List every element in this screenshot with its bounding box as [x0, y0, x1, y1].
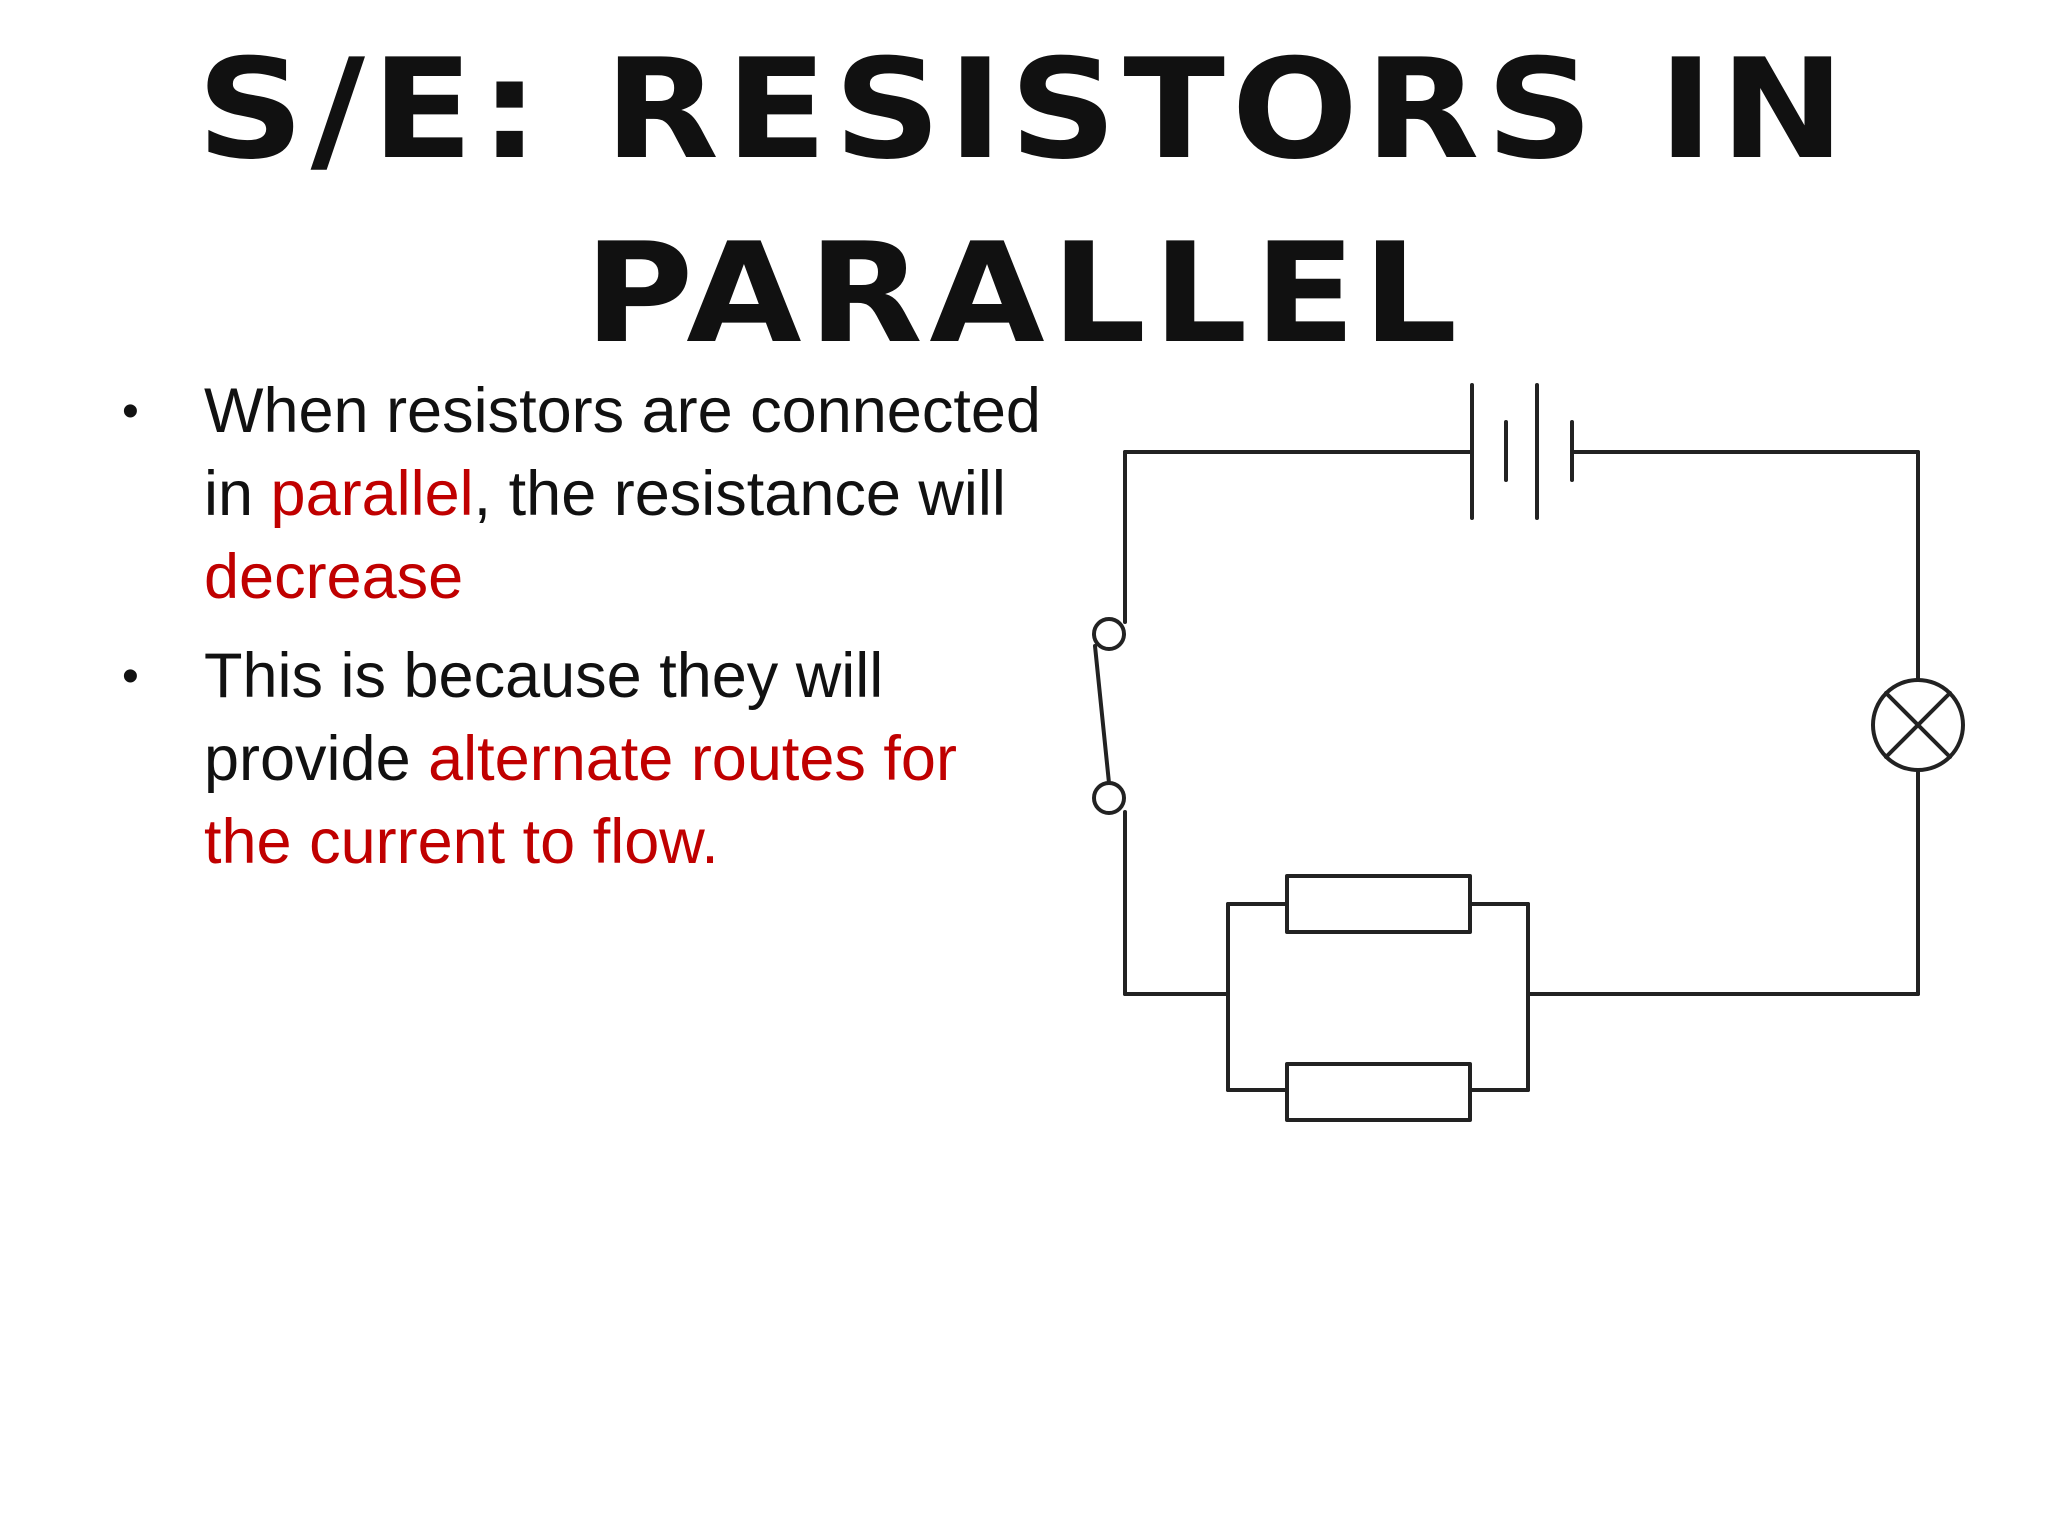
- resistor-icon: [1285, 874, 1472, 934]
- switch-icon: [1092, 617, 1126, 815]
- lamp-icon: [1871, 678, 1965, 772]
- bullet-marker: •: [122, 650, 139, 703]
- bullet-list: • When resistors are connected in parall…: [112, 370, 1052, 900]
- bullet-text: When resistors are connected in: [204, 376, 1041, 529]
- battery-icon: [1470, 383, 1574, 520]
- parallel-branch: [1226, 902, 1530, 1092]
- bullet-marker: •: [122, 385, 139, 438]
- bullet-text: , the resistance will: [473, 459, 1006, 529]
- bullet-text: This is because they will provide: [204, 641, 884, 794]
- title-line-2: Parallel: [584, 213, 1464, 374]
- resistor-icon: [1285, 1062, 1472, 1122]
- bullet-item: • When resistors are connected in parall…: [112, 370, 1052, 619]
- bullet-item: • This is because they will provide alte…: [112, 635, 1052, 884]
- emphasis-text: alternate routes for the current to flow…: [204, 724, 957, 877]
- title-line-1: S/E: Resistors in: [196, 29, 1852, 190]
- emphasis-text: decrease: [204, 542, 464, 612]
- slide-title: S/E: Resistors in Parallel: [0, 18, 2048, 386]
- emphasis-text: parallel: [270, 459, 474, 529]
